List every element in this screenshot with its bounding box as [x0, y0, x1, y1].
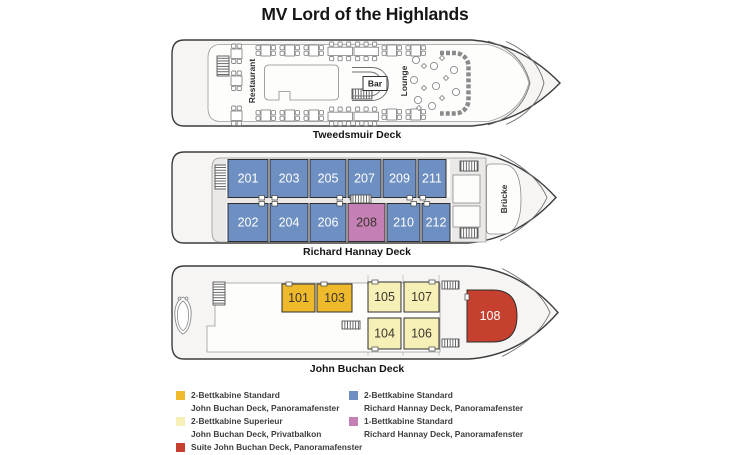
cabin-210: 210 [386, 201, 421, 242]
legend-entry-red: Suite John Buchan Deck, Panoramafenster [176, 441, 362, 454]
deck-plan-john-buchan: 101 103 105 107 104 106 [171, 265, 559, 360]
legend-line: 2-Bettkabine Standard [191, 390, 280, 400]
deck-plan-tweedsmuir: Restaurant Bar Lounge [171, 39, 561, 127]
tender-boat-icon [174, 296, 192, 335]
galley-structure [264, 64, 339, 101]
cabin-number: 211 [422, 172, 442, 186]
cabin-number: 209 [389, 172, 410, 186]
cabin-number: 204 [279, 216, 300, 230]
legend-entry-pale-yellow: 2-Bettkabine Superieur John Buchan Deck,… [176, 415, 349, 441]
cabin-number: 108 [480, 309, 501, 323]
stairs-icon [441, 280, 460, 290]
legend-entry-pink: 1-Bettkabine Standard Richard Hannay Dec… [349, 415, 549, 441]
legend-line: 1-Bettkabine Standard [364, 416, 453, 426]
cabin-211: 211 [417, 159, 447, 201]
cabin-103: 103 [316, 281, 353, 313]
cabin-204: 204 [269, 201, 309, 242]
cabin-number: 107 [411, 290, 432, 304]
cabin-number: 203 [279, 172, 300, 186]
deck-label-john-buchan: John Buchan Deck [309, 363, 405, 375]
foredeck-line [487, 40, 531, 126]
cabin-number: 103 [324, 291, 345, 305]
cabin-number: 205 [318, 172, 339, 186]
cabin-number: 206 [318, 216, 339, 230]
deck-label-richard-hannay: Richard Hannay Deck [303, 246, 411, 258]
cabin-number: 104 [374, 327, 395, 341]
stairs-icon [459, 227, 479, 239]
legend-swatch-pale-yellow [176, 417, 185, 426]
stairs-icon [212, 281, 226, 306]
legend-swatch-blue [349, 391, 358, 400]
bow-line [501, 268, 551, 357]
stairs-icon [441, 338, 460, 348]
bar-counter: Bar [352, 67, 389, 101]
legend-line: 2-Bettkabine Superieur [191, 416, 283, 426]
legend-swatch-gold [176, 391, 185, 400]
bar-label: Bar [368, 79, 383, 89]
legend-line: Richard Hannay Deck, Panoramafenster [364, 403, 524, 413]
cabin-209: 209 [382, 159, 417, 201]
cabin-207: 207 [347, 159, 382, 201]
legend-swatch-red [176, 443, 185, 452]
page-title: MV Lord of the Highlands [261, 4, 469, 24]
cabin-104: 104 [367, 317, 402, 352]
cabin-number: 101 [288, 291, 309, 305]
cabin-208: 208 [347, 203, 386, 242]
legend-entry-blue: 2-Bettkabine Standard Richard Hannay Dec… [349, 389, 549, 415]
legend-line: Suite John Buchan Deck, Panoramafenster [191, 442, 363, 452]
cabin-212: 212 [421, 201, 451, 242]
legend-line: John Buchan Deck, Panoramafenster [191, 403, 340, 413]
cabin-number: 210 [393, 216, 414, 230]
legend-entry-gold: 2-Bettkabine Standard John Buchan Deck, … [176, 389, 349, 415]
stairs-icon [214, 164, 228, 190]
cabin-206: 206 [309, 201, 347, 242]
legend-swatch-pink [349, 417, 358, 426]
bridge-label: Brücke [499, 184, 509, 213]
legend-line: John Buchan Deck, Privatbalkon [191, 429, 322, 439]
stairs-icon [341, 320, 361, 330]
bow-line [499, 154, 548, 241]
legend-line: Richard Hannay Deck, Panoramafenster [364, 429, 524, 439]
stairs-icon [350, 194, 372, 204]
foredeck-line [505, 41, 545, 125]
cabin-number: 106 [411, 327, 432, 341]
cabin-number: 208 [356, 216, 377, 230]
stairs-icon [351, 88, 373, 100]
restaurant-label: Restaurant [247, 59, 257, 104]
cabin-number: 207 [354, 172, 375, 186]
cabin-108: 108 [464, 289, 518, 343]
cabin-number: 105 [374, 290, 395, 304]
stairs-icon [459, 160, 479, 172]
cabin-205: 205 [309, 159, 347, 201]
stairs-icon [216, 55, 230, 77]
lounge-label: Lounge [399, 65, 409, 96]
cabin-107: 107 [403, 279, 440, 313]
lounge-bench [440, 50, 471, 116]
legend-line: 2-Bettkabine Standard [364, 390, 453, 400]
legend: 2-Bettkabine Standard John Buchan Deck, … [176, 389, 549, 454]
cabin-number: 201 [238, 172, 259, 186]
cabin-201: 201 [227, 159, 269, 201]
cabin-202: 202 [227, 201, 269, 242]
deck-room [452, 205, 481, 228]
cabin-203: 203 [269, 159, 309, 201]
cabin-106: 106 [403, 317, 440, 352]
deck-label-tweedsmuir: Tweedsmuir Deck [312, 129, 402, 141]
deck-plan-richard-hannay: 201 203 205 207 209 211 [171, 151, 557, 244]
cabin-number: 202 [238, 216, 259, 230]
cabin-101: 101 [281, 281, 316, 313]
cabin-number: 212 [426, 216, 447, 230]
cabin-105: 105 [367, 279, 402, 313]
bridge: Brücke [486, 163, 522, 235]
deck-room [452, 174, 481, 204]
